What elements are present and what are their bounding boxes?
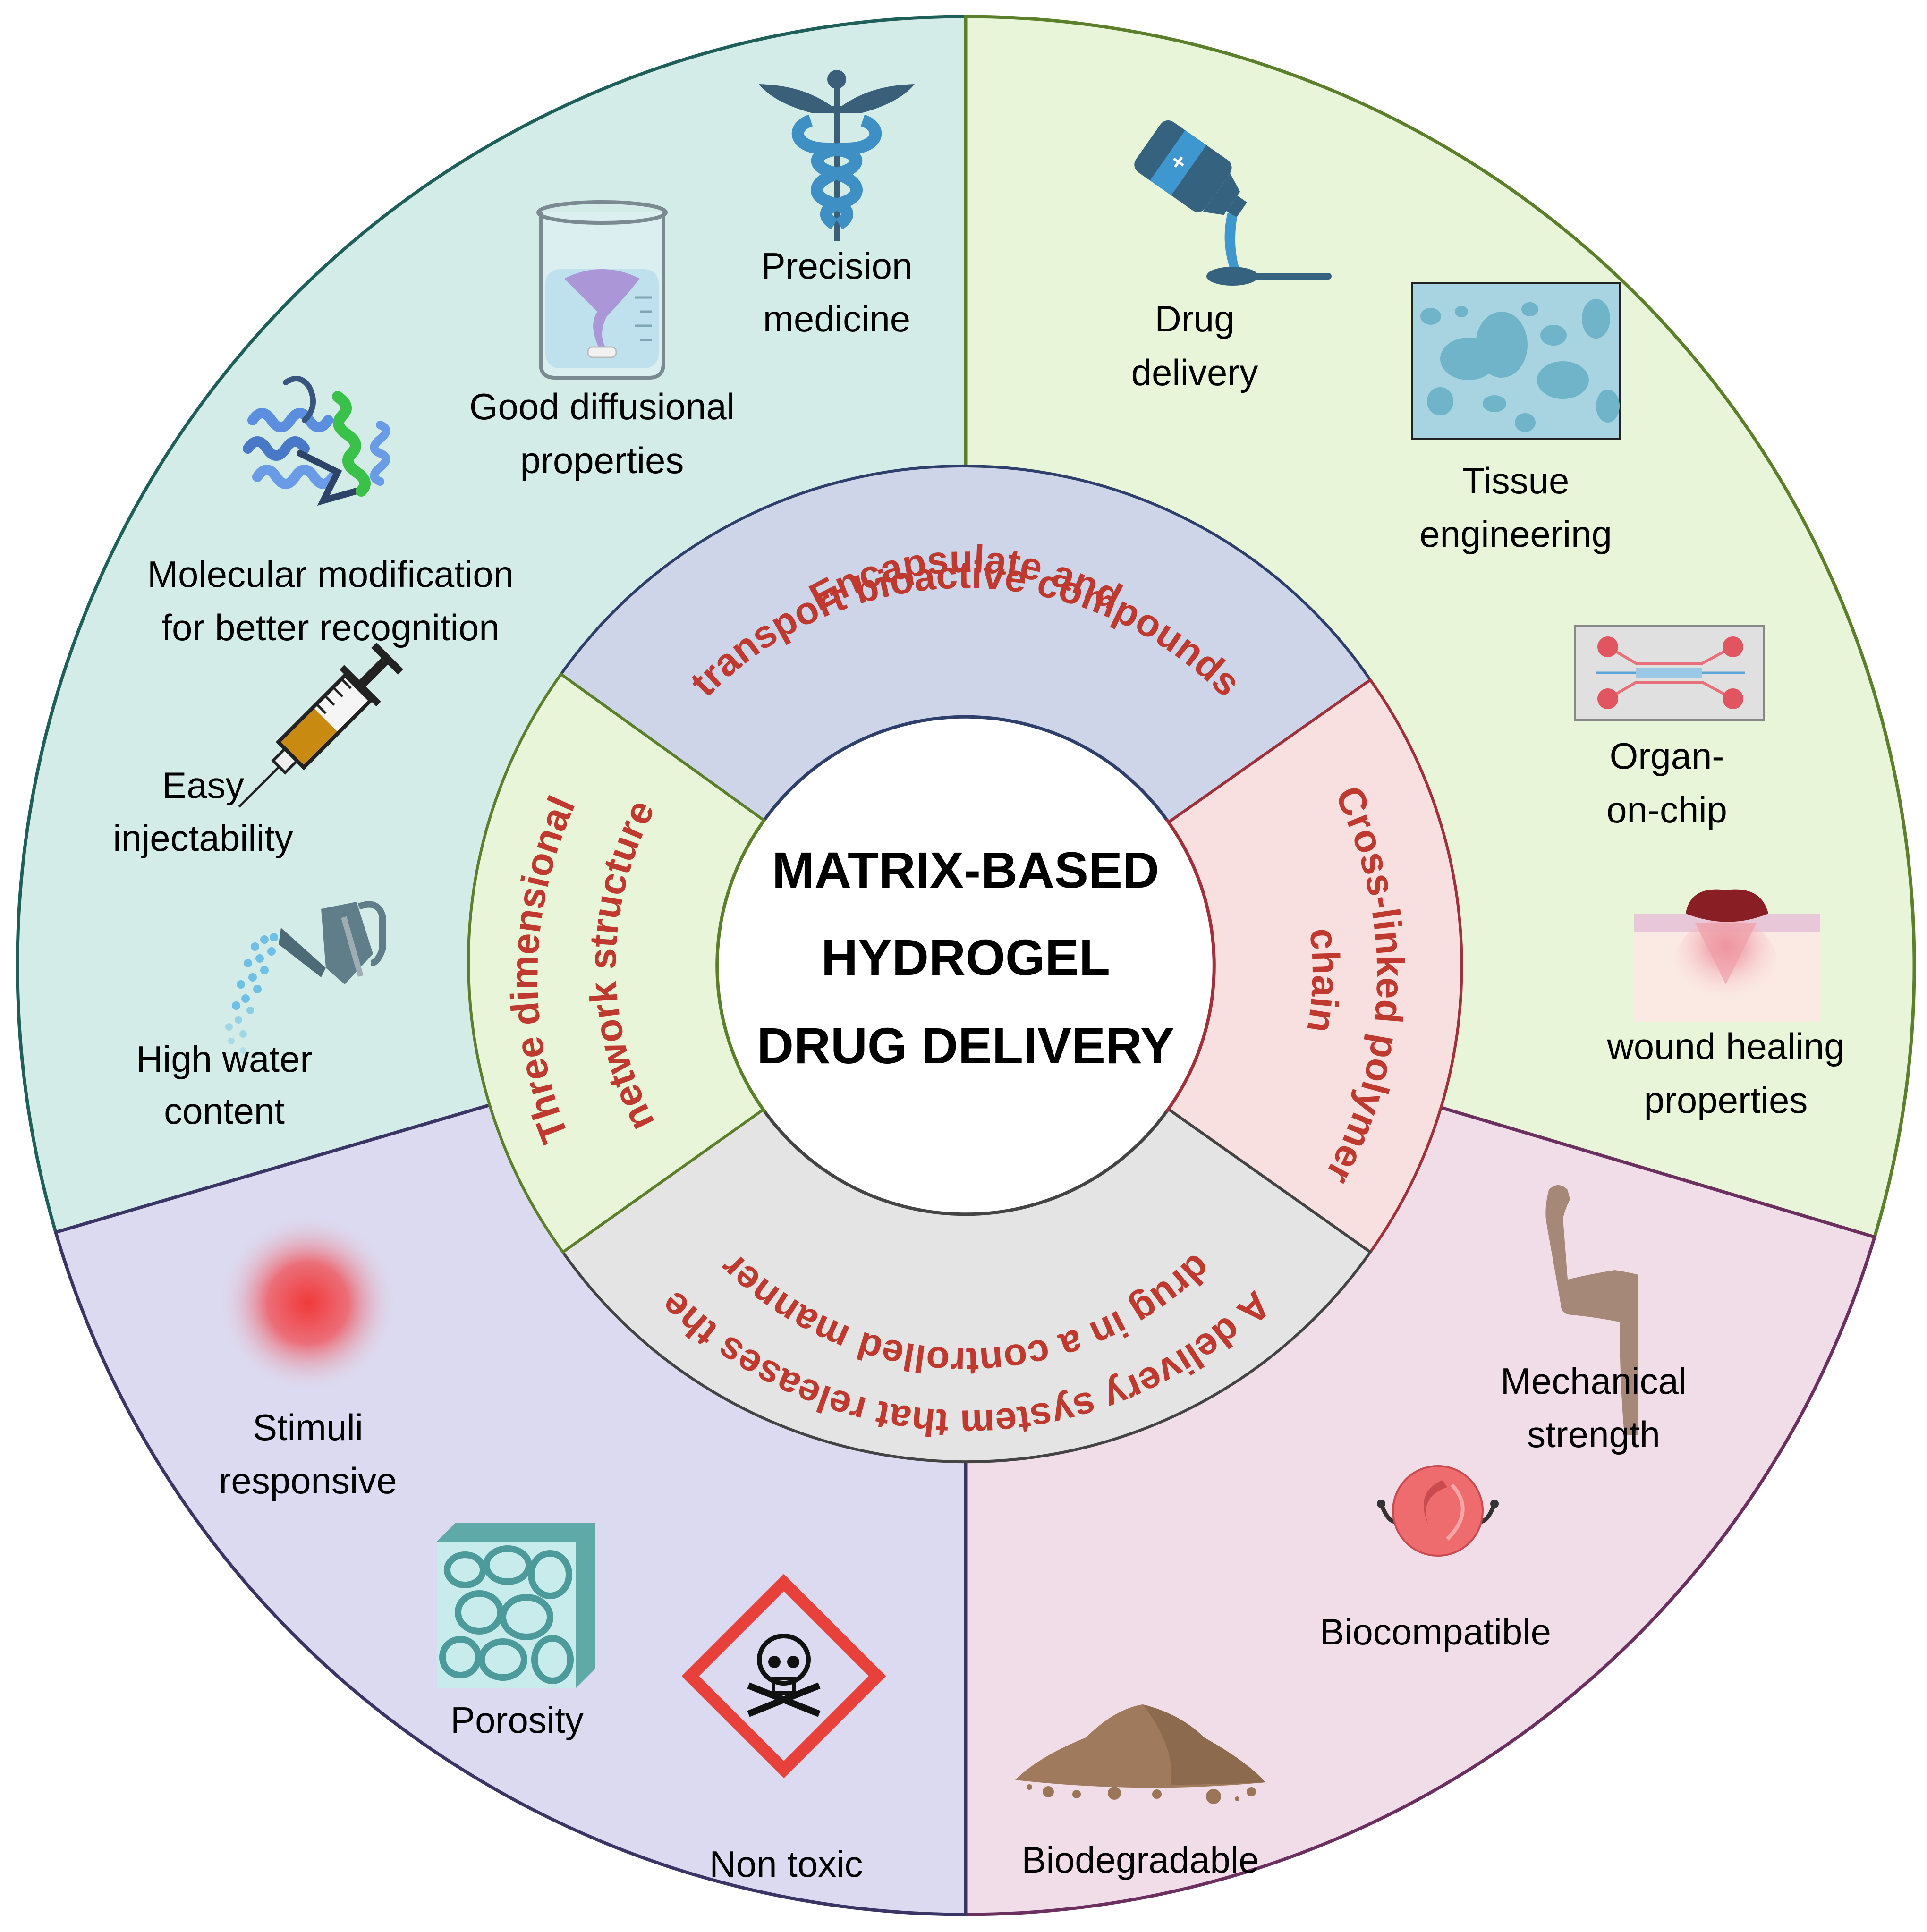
center-title-line-1: MATRIX-BASED <box>772 841 1159 898</box>
center-circle <box>718 718 1214 1213</box>
stimulus-glow-icon <box>218 1213 398 1393</box>
caduceus-icon <box>759 70 915 241</box>
label-high-water-2: content <box>164 1090 285 1132</box>
label-porosity: Porosity <box>450 1699 584 1741</box>
skin-wound-icon <box>1634 889 1820 1022</box>
red-blood-cell-icon <box>1377 1465 1499 1557</box>
label-biocompatible: Biocompatible <box>1320 1611 1551 1652</box>
watering-can-icon <box>225 901 386 1054</box>
label-precision-medicine-1: Precision <box>761 245 913 287</box>
label-mechanical-strength-2: strength <box>1527 1414 1660 1455</box>
label-wound-healing-1: wound healing <box>1606 1025 1844 1067</box>
protein-structure-icon <box>243 376 390 506</box>
label-precision-medicine-2: medicine <box>763 298 910 339</box>
label-tissue-engineering-1: Tissue <box>1462 460 1570 501</box>
label-wound-healing-2: properties <box>1644 1079 1808 1121</box>
label-mechanical-strength-1: Mechanical <box>1501 1360 1687 1402</box>
center-title-line-3: DRUG DELIVERY <box>757 1017 1174 1074</box>
label-good-diffusional-1: Good diffusional <box>469 386 735 427</box>
label-drug-delivery-1: Drug <box>1155 298 1234 339</box>
label-non-toxic: Non toxic <box>709 1843 863 1885</box>
label-molecular-mod-1: Molecular modification <box>147 553 514 595</box>
label-drug-delivery-2: delivery <box>1131 352 1258 393</box>
label-easy-injectability-2: injectability <box>113 817 293 859</box>
label-high-water-1: High water <box>136 1038 313 1080</box>
organ-chip-icon <box>1574 625 1765 721</box>
label-stimuli-1: Stimuli <box>253 1407 363 1448</box>
label-molecular-mod-2: for better recognition <box>161 607 499 648</box>
band-right-text-2: chain <box>1299 926 1347 1035</box>
label-organ-on-chip-2: on-chip <box>1606 789 1727 830</box>
center-title-line-2: HYDROGEL <box>821 929 1110 986</box>
label-tissue-engineering-2: engineering <box>1419 513 1612 555</box>
label-organ-on-chip-1: Organ- <box>1610 735 1724 777</box>
label-easy-injectability-1: Easy <box>162 764 244 806</box>
medicine-bottle-spoon-icon: + <box>1134 120 1332 286</box>
toxic-hazard-icon <box>681 1574 886 1779</box>
label-biodegradable: Biodegradable <box>1021 1839 1259 1881</box>
soil-pile-icon <box>1015 1704 1265 1804</box>
tissue-scaffold-icon <box>1411 282 1621 440</box>
label-good-diffusional-2: properties <box>520 440 684 481</box>
label-stimuli-2: responsive <box>219 1460 397 1501</box>
flexed-arm-icon <box>1545 1185 1638 1435</box>
beaker-icon <box>536 200 668 380</box>
porous-cube-icon <box>437 1523 595 1688</box>
syringe-icon <box>238 642 404 808</box>
